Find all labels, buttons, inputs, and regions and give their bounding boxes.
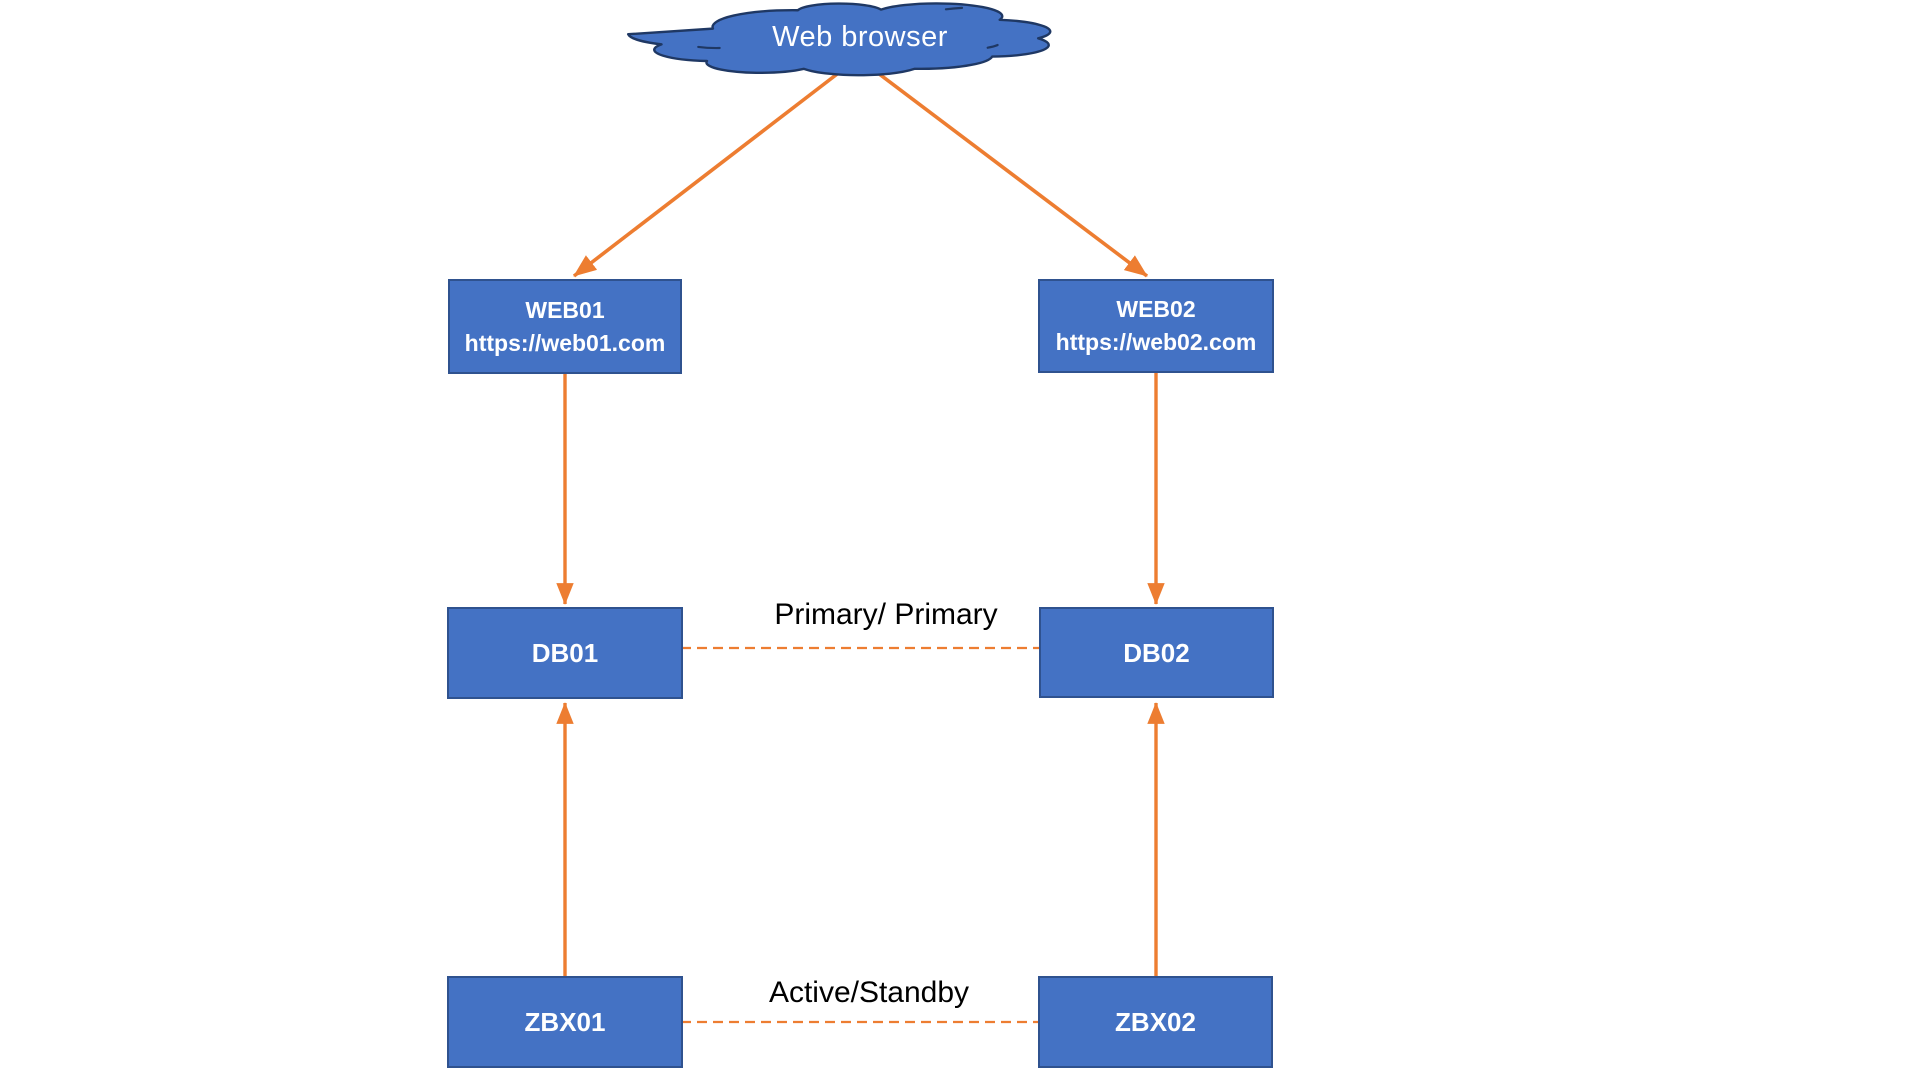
node-zbx02: ZBX02 xyxy=(1038,976,1273,1068)
cloud-shape xyxy=(628,3,1050,75)
node-db02-name: DB02 xyxy=(1123,637,1190,668)
node-zbx02-name: ZBX02 xyxy=(1115,1007,1196,1037)
node-db01: DB01 xyxy=(447,607,683,699)
node-zbx01-name: ZBX01 xyxy=(524,1007,606,1037)
node-web01: WEB01 https://web01.com xyxy=(448,279,682,374)
node-web02-name: WEB02 xyxy=(1116,296,1196,322)
node-web02: WEB02 https://web02.com xyxy=(1038,279,1274,373)
edge-label-primary-primary: Primary/ Primary xyxy=(774,598,998,631)
edge-label-active-standby: Active/Standby xyxy=(768,976,970,1009)
node-web01-url: https://web01.com xyxy=(464,329,666,356)
arrow-cloud-to-web01 xyxy=(572,56,860,278)
node-zbx01: ZBX01 xyxy=(447,976,683,1068)
node-db01-name: DB01 xyxy=(531,638,599,668)
cloud-web-browser-label: Web browser xyxy=(772,21,948,53)
arrow-cloud-to-web02 xyxy=(856,56,1149,278)
node-web02-url: https://web02.com xyxy=(1055,329,1257,355)
node-web01-name: WEB01 xyxy=(525,296,605,323)
node-db02: DB02 xyxy=(1039,607,1274,698)
